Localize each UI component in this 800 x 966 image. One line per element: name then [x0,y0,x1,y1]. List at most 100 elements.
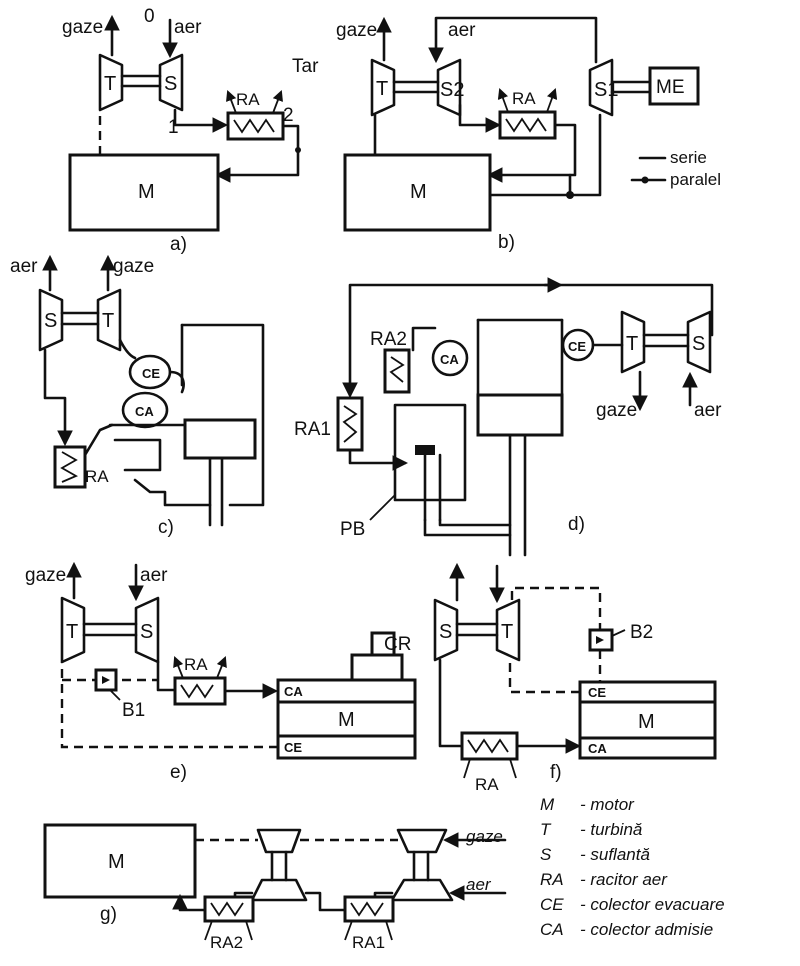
legend-abbr-s: S [540,845,552,864]
ca-c-label: CA [135,404,154,419]
cooler-a [226,111,285,141]
subfig-f-label: f) [550,762,562,783]
turbine-f-label: T [501,621,513,643]
cooler-2-d-label: RA2 [370,329,407,350]
zero-label: 0 [144,6,155,27]
electric-motor-b-label: ME [656,77,685,98]
cr-block-e [350,653,404,682]
turbine-d-label: T [626,333,638,355]
gaze-e-label: gaze [25,565,66,586]
point-1-label: 1 [168,117,179,138]
blower-d [686,310,712,374]
scheme-c: S T aer gaze CE CA RA c) [10,254,265,538]
motor-f-label: M [638,711,655,733]
subfig-c-label: c) [158,517,174,538]
subfig-d-label: d) [568,514,585,535]
blower-f-label: S [439,621,452,643]
turbine-a-label: T [104,73,116,95]
aer-b-label: aer [448,20,476,41]
motor-g-label: M [108,851,125,873]
turbine-b [370,58,396,117]
scheme-g: M gaze aer RA1 RA2 g) [43,823,507,952]
turbine-e-label: T [66,621,78,643]
motor-e-label: M [338,709,355,731]
ce-c-label: CE [142,366,160,381]
legend-abbr-m: M [540,795,555,814]
aer-c-label: aer [10,256,38,277]
cooler-2-g-label: RA2 [210,933,243,952]
aer-d-label: aer [694,400,722,421]
cooler-b-label: RA [512,89,536,108]
cooler-1-d-label: RA1 [294,419,331,440]
legend-desc-ca: - colector admisie [580,920,713,939]
turbine-d [620,310,646,374]
scheme-b: T S2 gaze aer RA S1 ME M b) s [336,16,721,253]
cooler-1-g [343,895,395,923]
scheme-d: RA1 RA2 CA PB CE T S [294,277,722,557]
blower-a-label: S [164,73,177,95]
legend-paralel-label: paralel [670,170,721,189]
blower-2-b-label: S2 [440,79,464,101]
ca-d-label: CA [440,352,459,367]
turbine-e [60,596,86,664]
legend-desc-ra: - racitor aer [580,870,668,889]
cooler-c-label: RA [85,467,109,486]
cooler-2-d [383,348,411,394]
gaze-g-label: gaze [466,827,503,846]
legend-desc-t: - turbină [580,820,642,839]
cooler-1-d [336,396,364,452]
gaze-c-label: gaze [113,256,154,277]
turbine-c-label: T [102,310,114,332]
cr-e-label: CR [384,634,411,655]
abbreviation-legend: M - motor T - turbină S - suflantă RA - … [540,795,725,939]
motor-b [343,153,492,232]
turbine-a [98,53,124,112]
gaze-d-label: gaze [596,400,637,421]
cooler-f [460,731,519,761]
ca-e-label: CA [284,684,303,699]
legend-abbr-ra: RA [540,870,564,889]
cylinder-d [476,393,564,437]
legend-desc-s: - suflantă [580,845,650,864]
subfig-a-label: a) [170,234,187,255]
scheme-f: S T B2 CE M CA RA f) [433,562,717,794]
engine-block-c [183,418,257,460]
cooler-2-g [203,895,255,923]
gaze-b-label: gaze [336,20,377,41]
blower-1-b [588,58,614,117]
ce-d-label: CE [568,339,586,354]
blower-c-label: S [44,310,57,332]
blower-d-label: S [692,333,705,355]
cooler-a-label: RA [236,90,260,109]
aer-e-label: aer [140,565,168,586]
electric-motor-b [648,66,700,106]
blower-e-label: S [140,621,153,643]
motor-a [68,153,220,232]
b1-label: B1 [122,700,145,721]
blower-1-b-label: S1 [594,79,618,101]
turbine-f [495,598,521,662]
ce-f-label: CE [588,685,606,700]
cooler-b [498,110,557,140]
turbine-c [96,288,122,352]
motor-f [578,700,717,740]
pump-block-d [393,403,467,502]
blower-g-hp [250,878,308,902]
legend-serie-label: serie [670,148,707,167]
blower-c [38,288,64,352]
turbine-g-hp [256,828,302,854]
turbine-g-lp [396,828,448,854]
ce-e-label: CE [284,740,302,755]
legend-abbr-ca: CA [540,920,564,939]
blower-g-lp [390,878,454,902]
subfig-e-label: e) [170,762,187,783]
ca-f-label: CA [588,741,607,756]
intake-manifold-c [121,391,169,429]
legend-abbr-ce: CE [540,895,564,914]
point-2-label: 2 [283,105,294,126]
b2-label: B2 [630,622,653,643]
motor-a-label: M [138,181,155,203]
aer-g-label: aer [466,875,492,894]
gaze-a-label: gaze [62,17,103,38]
